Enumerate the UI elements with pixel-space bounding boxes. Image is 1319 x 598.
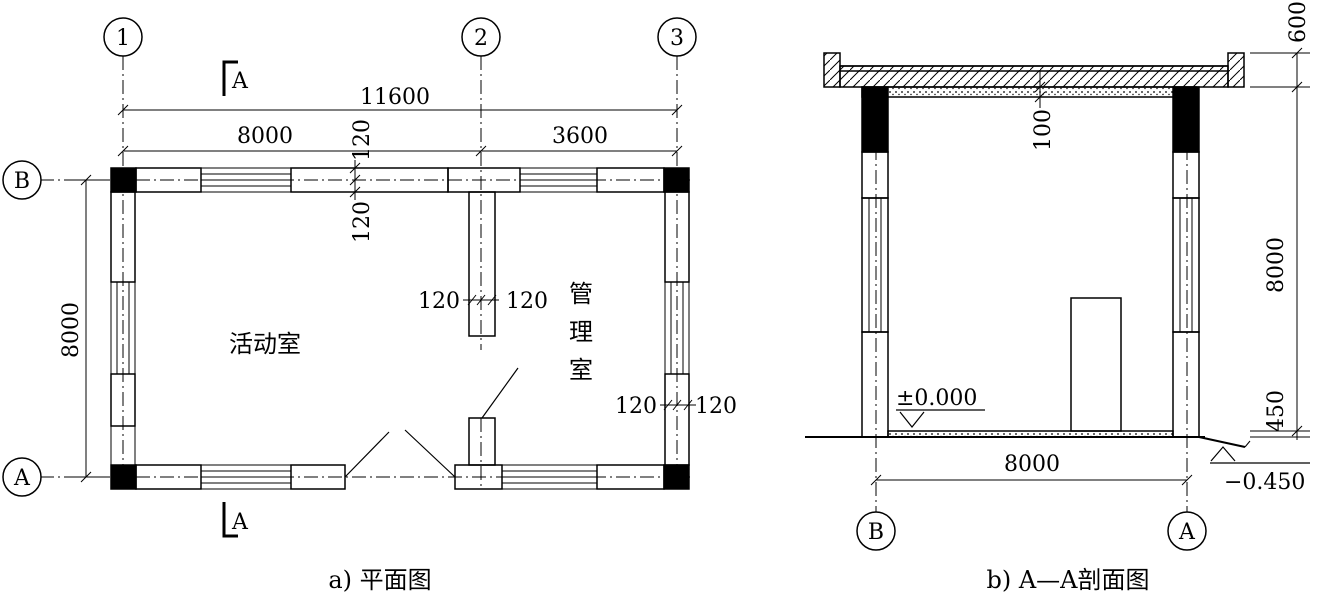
room-label-activity: 活动室 — [229, 330, 301, 358]
section-axis-bubble-a — [1167, 511, 1207, 551]
dim-span: 8000 — [1004, 452, 1060, 477]
door-swing — [344, 431, 390, 478]
plan-window-bottom-2 — [501, 464, 598, 490]
plan-dimension-lines — [75, 104, 696, 483]
roof-slab — [861, 86, 1197, 98]
section-dimension-lines — [870, 47, 1310, 486]
door-swing — [404, 429, 456, 478]
plan-text: 1 2 3 B A A A 11600 8000 3600 120 120 12… — [13, 26, 737, 594]
level-ground: −0.450 — [1224, 470, 1305, 495]
dim-east-wall-left: 120 — [615, 394, 657, 419]
level-floor: ±0.000 — [896, 386, 977, 411]
plan-window-right — [664, 281, 690, 375]
partition-wall-upper — [468, 191, 496, 337]
section-axis-bubble-b — [856, 511, 896, 551]
dim-depth: 8000 — [59, 302, 84, 358]
section-view: 600 100 8000 450 8000 ±0.000 −0.450 B A … — [805, 1, 1311, 594]
axis-label-1: 1 — [116, 26, 130, 51]
room-label-mgmt-2: 理 — [569, 318, 593, 346]
dim-right-bay: 3600 — [552, 124, 608, 149]
section-caption: b) A—A剖面图 — [986, 566, 1149, 594]
dim-slab: 100 — [1031, 109, 1056, 151]
dim-overall: 11600 — [360, 85, 430, 110]
dim-roof: 600 — [1286, 1, 1311, 43]
parapet-right — [1227, 52, 1245, 88]
parapet-left — [823, 52, 841, 88]
dim-wall-top-lower: 120 — [350, 201, 375, 243]
roof-insulation — [839, 65, 1229, 88]
plan-walls — [110, 167, 690, 490]
dim-height: 8000 — [1264, 237, 1289, 293]
room-label-mgmt-1: 管 — [569, 280, 593, 308]
axis-label-3: 3 — [670, 26, 684, 51]
level-mark-floor — [896, 409, 985, 428]
partition-wall-lower — [468, 417, 496, 466]
floor-plan: 1 2 3 B A A A 11600 8000 3600 120 120 12… — [2, 17, 737, 594]
dim-partition-left: 120 — [418, 289, 460, 314]
dim-left-bay: 8000 — [237, 124, 293, 149]
dim-plinth: 450 — [1264, 390, 1289, 432]
column — [110, 464, 137, 490]
section-text: 600 100 8000 450 8000 ±0.000 −0.450 B A … — [868, 1, 1311, 594]
section-door — [1070, 297, 1122, 432]
section-mark-top: A — [231, 69, 249, 94]
section-columns — [861, 86, 1200, 438]
axis-label-2: 2 — [474, 26, 488, 51]
column — [110, 167, 137, 193]
dim-east-wall-right: 120 — [695, 394, 737, 419]
room-label-mgmt-3: 室 — [569, 356, 593, 384]
door-swing — [481, 367, 519, 419]
plan-window-top-1 — [200, 167, 292, 193]
plan-window-top-2 — [519, 167, 598, 193]
level-mark-ground — [1210, 446, 1310, 464]
plan-caption: a) 平面图 — [328, 566, 431, 594]
dim-partition-right: 120 — [506, 289, 548, 314]
section-axis-lines — [875, 98, 1188, 512]
section-mark-bottom: A — [231, 510, 249, 535]
plan-axis-bubbles — [2, 17, 697, 497]
column — [663, 464, 690, 490]
section-axis-label-a: A — [1178, 520, 1196, 545]
axis-label-b: B — [14, 169, 30, 194]
dim-wall-top-upper: 120 — [350, 119, 375, 161]
plan-window-bottom-1 — [200, 464, 292, 490]
section-axis-label-b: B — [868, 520, 884, 545]
section-cut-marks — [222, 60, 238, 538]
axis-label-a: A — [13, 466, 31, 491]
column — [663, 167, 690, 193]
